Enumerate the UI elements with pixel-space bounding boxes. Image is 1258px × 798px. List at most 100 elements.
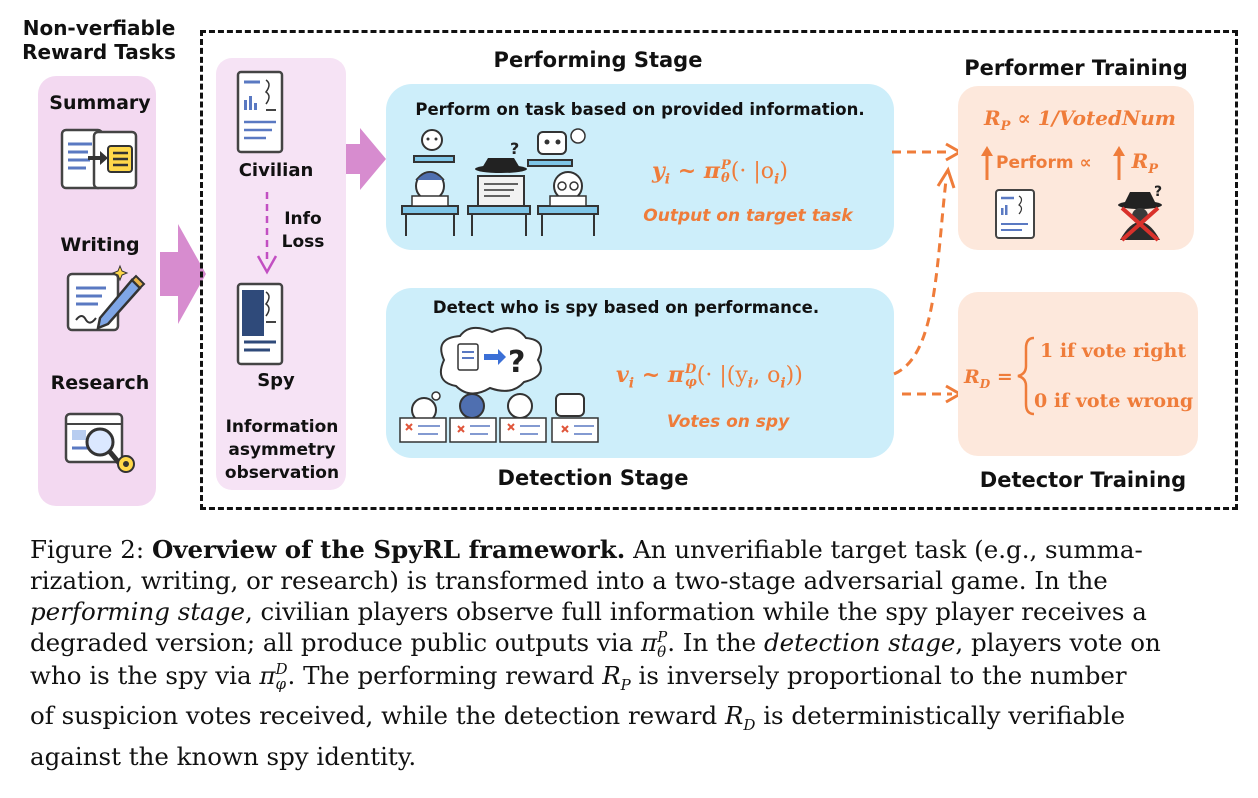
detection-formula-arg2-sub: i <box>780 375 786 392</box>
caption-line-2: rization, writing, or research) is trans… <box>30 566 1108 595</box>
performing-formula-pi: π <box>703 158 720 184</box>
pink-arrow-tasks-to-observation <box>160 224 206 324</box>
performing-formula-sub: i <box>664 171 671 188</box>
caption-line4-pi: π <box>641 628 658 657</box>
caption-bold: Overview of the SpyRL framework. <box>151 535 626 564</box>
info-loss-arrow <box>256 192 278 275</box>
caption-line6-Rsub: D <box>743 716 756 735</box>
performer-perform-row: Perform ∝ RP <box>980 144 1158 182</box>
detection-formula-sup: D <box>685 362 697 377</box>
detector-case2: 0 if vote wrong <box>1034 390 1194 412</box>
caption-line5-pi: π <box>259 660 276 690</box>
dashed-frame <box>200 30 1238 510</box>
performer-reward-R: R <box>984 106 1001 130</box>
document-to-list-icon <box>60 128 138 190</box>
detection-formula-close: )) <box>785 363 803 388</box>
caption-line6-a: of suspicion votes received, while the d… <box>30 701 725 731</box>
performing-output-label: Output on target task <box>643 206 853 226</box>
caption-line1-rest: An unverifiable target task (e.g., summa… <box>625 535 1143 564</box>
detection-formula-arg: (· |(y <box>696 363 748 388</box>
detection-formula-pisub: φ <box>685 375 697 390</box>
orange-arrows <box>892 142 964 404</box>
detection-formula-arg-sub: i <box>747 375 754 392</box>
detection-output-label: Votes on spy <box>666 412 790 432</box>
performer-perform-R: R <box>1131 149 1149 173</box>
info-loss-line2: Loss <box>281 232 325 252</box>
caption-line4-c: , players vote on <box>955 628 1161 657</box>
caption-line5-sub: φ <box>275 675 286 693</box>
detection-formula-sub: i <box>628 375 635 392</box>
performing-formula-arg-sub: i <box>774 171 780 188</box>
pink-arrow-observation-to-performing <box>346 128 386 190</box>
caption-line5-sup: D <box>275 660 288 678</box>
curly-brace <box>1017 336 1035 416</box>
caption-line-4: degraded version; all produce public out… <box>30 627 1226 660</box>
caption-line6-b: is deterministically verifiable <box>755 701 1126 731</box>
performing-formula-close: ) <box>779 159 788 184</box>
detector-reward-sub: D <box>979 376 991 391</box>
caption-line5-a: who is the spy via <box>30 660 260 690</box>
detector-reward-eq: = <box>990 366 1013 388</box>
detection-stage-title: Detection Stage <box>497 466 689 490</box>
performing-formula-sup: P <box>721 158 731 173</box>
detector-reward-lhs: RD = <box>964 366 1013 391</box>
caption-line3-rest: , civilian players observe full informat… <box>244 597 1147 626</box>
performing-players-illustration: ? <box>401 128 599 236</box>
performer-perform-label: Perform ∝ <box>996 153 1092 173</box>
caption-performing-stage: performing stage <box>30 597 245 626</box>
performing-stage-title: Performing Stage <box>493 48 703 72</box>
observation-caption-line2: asymmetry <box>228 440 336 460</box>
task-label-writing: Writing <box>60 234 140 256</box>
observation-caption-line1: Information <box>225 417 339 437</box>
svg-text:?: ? <box>510 139 519 158</box>
caption-line-1: Figure 2: Overview of the SpyRL framewor… <box>30 534 1226 565</box>
caption-line4-sub: θ <box>657 642 667 661</box>
performing-panel <box>386 84 894 250</box>
caption-line4-sup: P <box>657 627 668 646</box>
info-loss-line1: Info <box>284 209 322 229</box>
civilian-label: Civilian <box>238 160 314 181</box>
pen-writing-icon <box>66 264 146 332</box>
detection-formula-var: v <box>616 362 629 388</box>
spy-label: Spy <box>257 370 295 391</box>
civilian-document-icon <box>236 70 284 154</box>
performer-reward-formula: RP ∝ 1/VotedNum <box>984 106 1176 134</box>
magnifier-gear-icon <box>64 412 135 473</box>
detector-training-panel <box>958 292 1198 456</box>
observation-caption: Information asymmetry observation <box>216 416 348 485</box>
caption-line5-R: R <box>602 660 621 690</box>
caption-prefix: Figure 2: <box>30 535 152 564</box>
svg-text:?: ? <box>1154 184 1162 200</box>
performing-formula-arg: (· |o <box>730 159 775 184</box>
caption-line4-b: . In the <box>667 628 764 657</box>
svg-text:?: ? <box>508 345 525 380</box>
left-panel-title: Non-verfiable Reward Tasks <box>14 16 184 64</box>
figure-caption: Figure 2: Overview of the SpyRL framewor… <box>30 534 1226 772</box>
performer-document-icon <box>995 189 1035 239</box>
task-label-summary: Summary <box>49 92 151 114</box>
detector-reward-R: R <box>964 366 980 388</box>
performer-reward-sub: P <box>1000 119 1011 134</box>
performing-formula-var: y <box>652 158 665 184</box>
caption-line-6: of suspicion votes received, while the d… <box>30 700 1226 741</box>
caption-line5-c: is inversely proportional to the number <box>630 660 1127 690</box>
performer-training-title: Performer Training <box>964 56 1188 80</box>
caption-line6-R: R <box>724 701 744 731</box>
performer-perform-R-sub: P <box>1148 162 1158 177</box>
detection-formula-arg2: , o <box>753 363 781 388</box>
caption-detection-stage: detection stage <box>763 628 956 657</box>
detector-training-title: Detector Training <box>979 468 1187 492</box>
performing-formula-pisub: θ <box>721 171 730 186</box>
caption-line5-b: . The performing reward <box>287 660 603 690</box>
detector-case1: 1 if vote right <box>1040 340 1187 362</box>
performing-formula-rel: ~ <box>670 158 704 184</box>
up-arrow-icon <box>981 146 993 180</box>
task-label-research: Research <box>50 372 150 394</box>
left-title-line2: Reward Tasks <box>22 40 176 64</box>
up-arrow-icon <box>1112 146 1125 180</box>
caption-line-7: against the known spy identity. <box>30 742 417 772</box>
crossed-spy-icon: ? <box>1118 184 1162 242</box>
detection-formula-rel: ~ <box>634 362 668 388</box>
